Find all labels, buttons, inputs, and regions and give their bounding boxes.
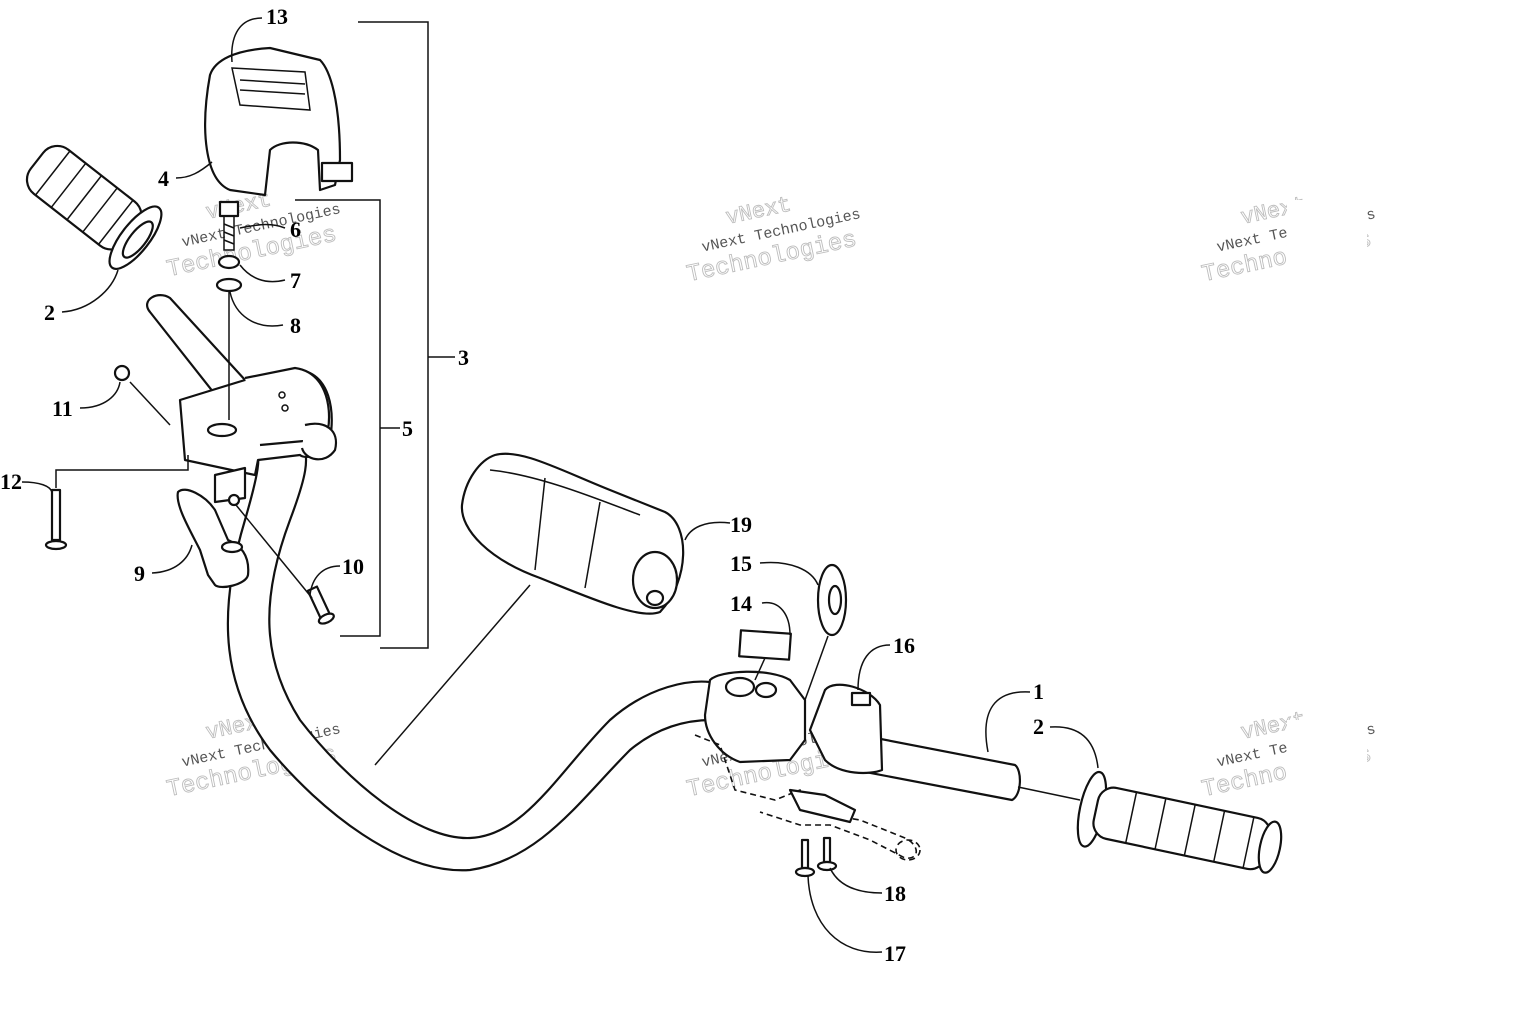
left-grip [25, 144, 163, 270]
callout-6: 6 [290, 217, 301, 242]
nut [113, 364, 131, 382]
flat-washer [215, 277, 243, 293]
brake-master-cylinder [694, 670, 921, 861]
callout-7: 7 [290, 268, 301, 293]
right-grip [1076, 770, 1283, 874]
watermark-upper-center: vNext vNext Technologies Technologies [684, 192, 862, 289]
callout-5: 5 [402, 416, 413, 441]
callout-19: 19 [730, 512, 752, 537]
grommet [816, 563, 848, 637]
lever-screws [794, 836, 838, 878]
callout-17: 17 [884, 941, 906, 966]
callout-10: 10 [342, 554, 364, 579]
callout-3: 3 [458, 345, 469, 370]
light-switch [788, 683, 884, 824]
callout-1: 1 [1033, 679, 1044, 704]
callout-11: 11 [52, 396, 73, 421]
callout-13: 13 [266, 4, 288, 29]
callout-8: 8 [290, 313, 301, 338]
callout-2-right: 2 [1033, 714, 1044, 739]
callout-4: 4 [158, 166, 169, 191]
throttle-cover-screw [218, 200, 240, 251]
throttle-lever [176, 488, 250, 589]
long-bolt [44, 488, 68, 551]
watermark-clip-upper [1287, 200, 1367, 300]
throttle-housing [178, 366, 338, 507]
leader-lines [21, 17, 1099, 953]
callout-14: 14 [730, 591, 752, 616]
watermark-clip-lower [1287, 720, 1367, 820]
callout-15: 15 [730, 551, 752, 576]
handlebar-pad [460, 452, 685, 615]
throttle-cover [204, 46, 354, 197]
lock-washer [217, 254, 241, 270]
callout-18: 18 [884, 881, 906, 906]
callout-16: 16 [893, 633, 915, 658]
brake-decal [738, 629, 792, 661]
callout-2-left: 2 [44, 300, 55, 325]
callout-9: 9 [134, 561, 145, 586]
callout-12: 12 [0, 469, 22, 494]
throttle-screw [306, 585, 335, 625]
